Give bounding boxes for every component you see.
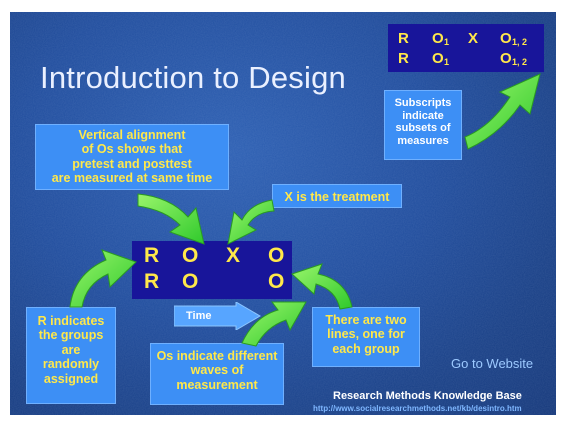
main-o1-post: O — [268, 244, 285, 267]
slide: Introduction to Design R O 1 X O 1, 2 R … — [10, 12, 556, 415]
os-line-2: waves of — [190, 363, 244, 378]
go-to-website-link[interactable]: Go to Website — [451, 356, 534, 371]
two-lines-note: There are two lines, one for each group — [312, 307, 420, 367]
top-r1: R — [398, 30, 409, 47]
subscripts-line-2: indicate — [402, 109, 444, 122]
time-label: Time — [186, 310, 212, 322]
main-o1-pre: O — [182, 244, 199, 267]
lines-line-1: There are two — [325, 313, 407, 327]
vertical-line-2: of Os shows that — [81, 142, 183, 157]
r-line-2: the groups — [38, 328, 104, 343]
main-o2-pre: O — [182, 270, 199, 293]
r-line-5: assigned — [43, 371, 99, 386]
subscripts-line-4: measures — [397, 134, 449, 147]
vertical-line-3: pretest and posttest — [72, 156, 192, 171]
top-o1-pre-sub: 1 — [444, 37, 450, 47]
main-x: X — [226, 244, 241, 267]
main-o2-post: O — [268, 270, 285, 293]
r-line-3: are — [61, 342, 81, 357]
os-line-3: measurement — [176, 377, 258, 392]
top-x: X — [468, 30, 479, 47]
main-design-box: R O X O R O O — [132, 241, 292, 299]
main-r2: R — [144, 270, 160, 293]
treatment-note: X is the treatment — [272, 184, 402, 208]
r-line-1: R indicates — [37, 314, 105, 328]
top-o2-post-sub: 1, 2 — [512, 57, 528, 67]
vertical-line-4: are measured at same time — [51, 171, 213, 186]
top-o2-pre-sub: 1 — [444, 57, 450, 67]
footer-url[interactable]: http://www.socialresearchmethods.net/kb/… — [313, 404, 522, 413]
subscripts-line-1: Subscripts — [394, 97, 452, 109]
subscripts-note: Subscripts indicate subsets of measures — [384, 90, 462, 160]
top-o1-pre: O — [432, 30, 444, 47]
os-line-1: Os indicate different — [156, 349, 278, 363]
slide-title: Introduction to Design — [40, 60, 346, 95]
top-o1-post-sub: 1, 2 — [512, 37, 528, 47]
vertical-alignment-note: Vertical alignment of Os shows that pret… — [35, 124, 229, 190]
lines-line-3: each group — [332, 341, 400, 356]
top-design-box: R O 1 X O 1, 2 R O 1 O 1, 2 — [388, 24, 544, 72]
top-o2-pre: O — [432, 50, 444, 67]
vertical-line-1: Vertical alignment — [78, 128, 186, 142]
r-indicates-note: R indicates the groups are randomly assi… — [26, 307, 116, 404]
main-r1: R — [144, 244, 160, 267]
top-o2-post: O — [500, 50, 512, 67]
footer-title: Research Methods Knowledge Base — [333, 390, 522, 402]
top-o1-post: O — [500, 30, 512, 47]
os-indicate-note: Os indicate different waves of measureme… — [150, 343, 284, 405]
top-r2: R — [398, 50, 409, 67]
r-line-4: randomly — [42, 357, 100, 372]
lines-line-2: lines, one for — [327, 327, 405, 342]
subscripts-line-3: subsets of — [395, 122, 451, 135]
